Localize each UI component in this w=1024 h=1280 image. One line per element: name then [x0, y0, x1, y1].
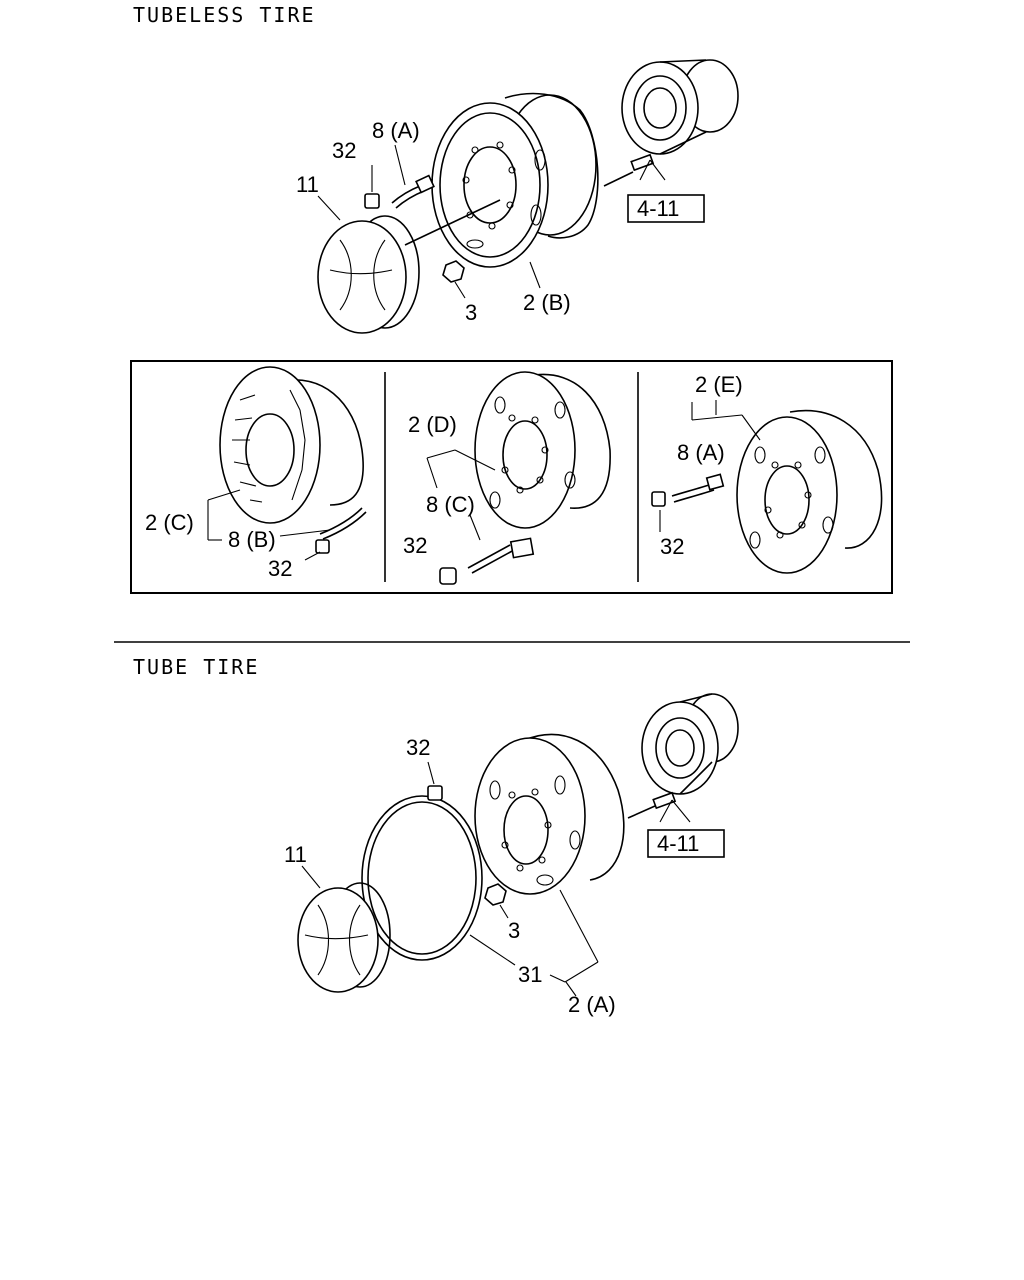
label-11-b: 11	[284, 842, 307, 867]
leader-8a	[394, 144, 406, 186]
leader-2a-down	[565, 981, 577, 997]
label-3-b: 3	[508, 918, 520, 943]
label-8a: 8 (A)	[372, 118, 420, 143]
label-2a: 2 (A)	[568, 992, 616, 1017]
wheel-nut-3	[442, 260, 465, 283]
label-8a-right: 8 (A)	[677, 440, 725, 465]
reference-box-bottom	[647, 829, 725, 858]
leader-32-b	[427, 761, 435, 785]
rim-2b	[431, 92, 599, 268]
section-title-tube: TUBE TIRE	[133, 655, 260, 679]
hub-cap-11-bottom	[297, 882, 391, 993]
leader-ref-b	[649, 159, 666, 181]
valve-cap-32	[364, 193, 380, 209]
label-32-b: 32	[406, 735, 430, 760]
leader-ref-b2	[671, 799, 691, 823]
wheel-hub	[621, 59, 739, 155]
rim-2d	[439, 371, 611, 585]
wheel-nut-3-bottom	[484, 883, 507, 906]
leader-31	[469, 934, 516, 966]
label-2c: 2 (C)	[145, 510, 194, 535]
label-3: 3	[465, 300, 477, 325]
wheel-hub-bottom	[641, 693, 739, 795]
label-32-left: 32	[268, 556, 292, 581]
leader-31-tie	[549, 974, 566, 983]
leader-2a-up	[559, 889, 599, 963]
leader-ref-b1	[659, 799, 673, 823]
leader-3-b	[499, 904, 509, 919]
leader-ref-a	[639, 159, 651, 181]
tube-assembly: 32 11 3 31 2 (A) 4-11	[284, 693, 739, 1017]
valve-cap-32-bottom	[427, 785, 443, 801]
tubeless-assembly: 32 8 (A) 11 3 2 (B) 4-11	[296, 59, 739, 334]
label-32: 32	[332, 138, 356, 163]
rim-2c	[219, 366, 367, 554]
leader-2b	[529, 261, 541, 289]
label-ref-b: 4-11	[657, 831, 699, 856]
label-8b: 8 (B)	[228, 527, 276, 552]
leader-2a	[564, 961, 599, 983]
variants-box: 2 (C) 8 (B) 32 2 (D) 8 (C) 32	[130, 360, 893, 594]
label-2e: 2 (E)	[695, 372, 743, 397]
reference-box	[627, 194, 705, 223]
label-2b: 2 (B)	[523, 290, 571, 315]
leader-11	[317, 195, 341, 221]
hub-cap-11	[317, 199, 501, 334]
label-11: 11	[296, 172, 319, 197]
label-8c: 8 (C)	[426, 492, 475, 517]
label-32-right: 32	[660, 534, 684, 559]
section-title-tubeless: TUBELESS TIRE	[133, 3, 316, 27]
rim-ring-31	[361, 795, 483, 961]
leader-11-b	[301, 865, 321, 889]
label-2d: 2 (D)	[408, 412, 457, 437]
hub-bolt-bottom	[627, 791, 677, 819]
rim-2e	[651, 409, 883, 574]
leader-3	[454, 281, 466, 299]
valve-stem-8a	[391, 174, 435, 209]
label-ref: 4-11	[637, 196, 679, 221]
label-31: 31	[518, 962, 542, 987]
label-32-mid: 32	[403, 533, 427, 558]
hub-bolt	[603, 153, 655, 187]
rim-2a	[474, 733, 625, 895]
